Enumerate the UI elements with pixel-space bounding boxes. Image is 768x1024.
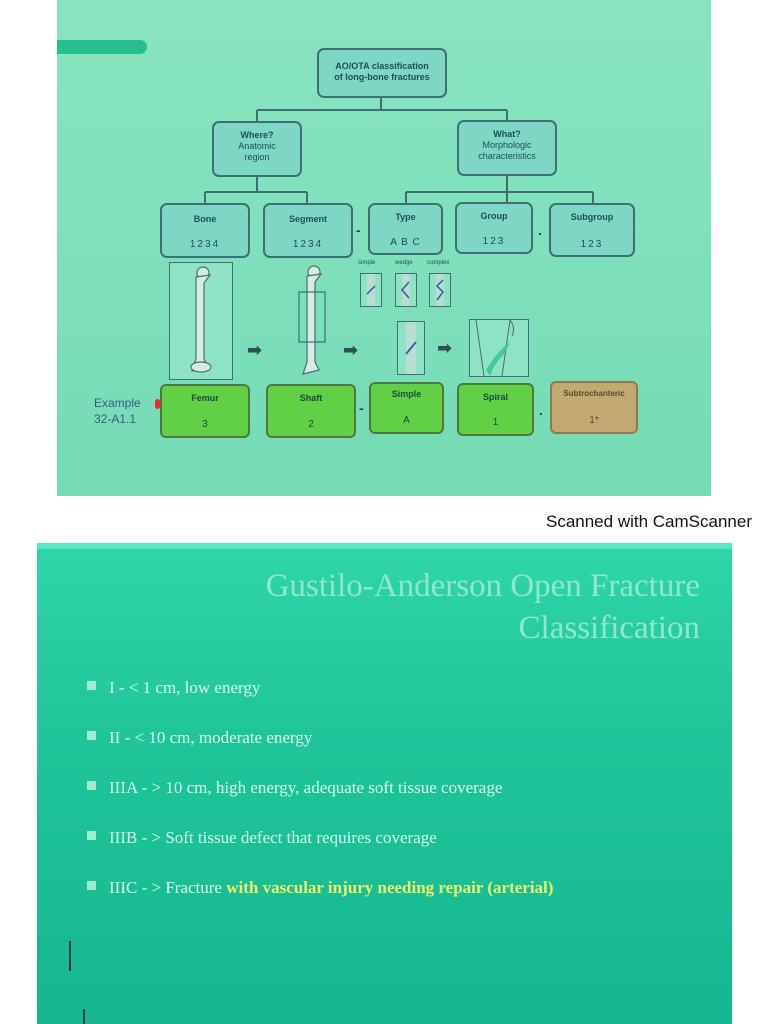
ao-ota-slide: AO/OTA classification of long-bone fract… (57, 0, 711, 496)
type-simple-thumb (360, 273, 382, 307)
where-title: Where? (240, 130, 274, 140)
type-wedge-thumb (395, 273, 417, 307)
category-type: Type A B C (368, 203, 443, 255)
category-segment: Segment 1234 (263, 203, 353, 258)
list-item: IIIA - > 10 cm, high energy, adequate so… (87, 778, 717, 798)
type-sublabel-simple: simple (358, 260, 376, 266)
item-highlight: with vascular injury needing repair (art… (226, 878, 554, 897)
example-box-label: Femur (191, 393, 219, 403)
bullet-icon (87, 781, 96, 790)
example-box-label: Simple (391, 389, 422, 399)
what-sub-2: characteristics (478, 151, 536, 161)
separator-dash: - (359, 400, 364, 416)
complex-fracture-icon (435, 274, 444, 306)
type-sublabel-complex: complex (427, 260, 450, 266)
camscanner-watermark: Scanned with CamScanner (545, 512, 752, 531)
category-group: Group 123 (455, 202, 533, 254)
category-label: Subgroup (570, 212, 614, 222)
arrow-icon: ➡ (247, 340, 263, 360)
item-text: IIIA - > 10 cm, high energy, adequate so… (109, 778, 503, 797)
classification-list: I - < 1 cm, low energy II - < 10 cm, mod… (87, 678, 717, 928)
wedge-fracture-icon (401, 274, 410, 306)
bullet-icon (87, 881, 96, 890)
item-text: I - < 1 cm, low energy (109, 678, 261, 697)
root-node: AO/OTA classification of long-bone fract… (317, 48, 447, 98)
example-code: 32-A1.1 (94, 412, 137, 426)
example-box-label: Spiral (482, 392, 508, 402)
category-code: 123 (580, 239, 604, 250)
example-femur: Femur 3 (160, 384, 250, 438)
bullet-icon (87, 831, 96, 840)
bullet-icon (87, 681, 96, 690)
slide-title-line-2: Classification (518, 610, 700, 646)
arrow-icon: ➡ (437, 338, 453, 358)
simple-fracture-icon (366, 274, 376, 306)
what-title: What? (493, 129, 521, 139)
type-sublabel-wedge: wedge (395, 260, 413, 266)
femur-diagram-frame (169, 262, 233, 380)
pen-mark (69, 941, 71, 971)
example-box-label: Shaft (299, 393, 323, 403)
example-label: Example 32-A1.1 (94, 395, 141, 427)
projector-glare (57, 40, 147, 54)
list-item: IIIC - > Fracture with vascular injury n… (87, 878, 717, 898)
what-node: What? Morphologic characteristics (457, 120, 557, 176)
separator-dash: - (356, 222, 361, 238)
example-box-code: 3 (202, 419, 208, 430)
slide-title: Gustilo-Anderson Open Fracture Classific… (60, 565, 700, 649)
category-label: Type (395, 212, 416, 222)
category-label: Segment (288, 214, 327, 224)
category-subgroup: Subgroup 123 (549, 203, 635, 257)
category-code: A B C (390, 237, 421, 248)
category-label: Bone (193, 214, 217, 224)
root-line-1: AO/OTA classification (335, 61, 429, 71)
item-text: IIIB - > Soft tissue defect that require… (109, 828, 437, 847)
arrow-icon: ➡ (343, 340, 359, 360)
type-complex-thumb (429, 273, 451, 307)
segment-diagram (289, 262, 335, 380)
where-sub-1: Anatomic (238, 141, 276, 151)
example-subtrochanteric: Subtrochanteric 1* (550, 381, 638, 434)
example-simple: Simple A (369, 382, 444, 434)
category-bone: Bone 1234 (160, 203, 250, 258)
example-box-code: A (403, 415, 410, 426)
example-box-code: 1 (492, 417, 499, 428)
pen-mark (83, 1009, 85, 1024)
example-shaft: Shaft 2 (266, 384, 356, 438)
femur-bone-icon (190, 266, 212, 373)
item-text: II - < 10 cm, moderate energy (109, 728, 313, 747)
spiral-fracture-icon (475, 319, 515, 377)
list-item: I - < 1 cm, low energy (87, 678, 717, 698)
separator-dot: . (539, 402, 543, 418)
laser-pointer-dot (155, 399, 160, 409)
slide-title-line-1: Gustilo-Anderson Open Fracture (265, 568, 700, 604)
separator-dot: . (538, 222, 542, 238)
example-box-label: Subtrochanteric (563, 389, 625, 398)
example-spiral: Spiral 1 (457, 383, 534, 436)
simple-detail-icon (405, 322, 417, 374)
list-item: IIIB - > Soft tissue defect that require… (87, 828, 717, 848)
example-box-code: 1* (589, 415, 599, 426)
spiral-detail-frame (469, 319, 529, 377)
example-label-line-1: Example (94, 396, 141, 410)
bullet-icon (87, 731, 96, 740)
gustilo-anderson-slide: Gustilo-Anderson Open Fracture Classific… (37, 543, 732, 1024)
root-line-2: of long-bone fractures (334, 72, 430, 82)
femur-segment-icon (298, 265, 326, 375)
category-code: 1234 (189, 239, 221, 250)
slide-top-band (37, 543, 732, 549)
category-label: Group (480, 211, 508, 221)
example-box-code: 2 (308, 419, 314, 430)
what-sub-1: Morphologic (482, 140, 532, 150)
category-code: 1234 (292, 239, 324, 250)
simple-detail-frame (397, 321, 425, 375)
category-code: 123 (482, 236, 506, 247)
item-text: IIIC - > Fracture (109, 878, 227, 897)
where-sub-2: region (244, 152, 270, 162)
where-node: Where? Anatomic region (212, 121, 302, 177)
list-item: II - < 10 cm, moderate energy (87, 728, 717, 748)
